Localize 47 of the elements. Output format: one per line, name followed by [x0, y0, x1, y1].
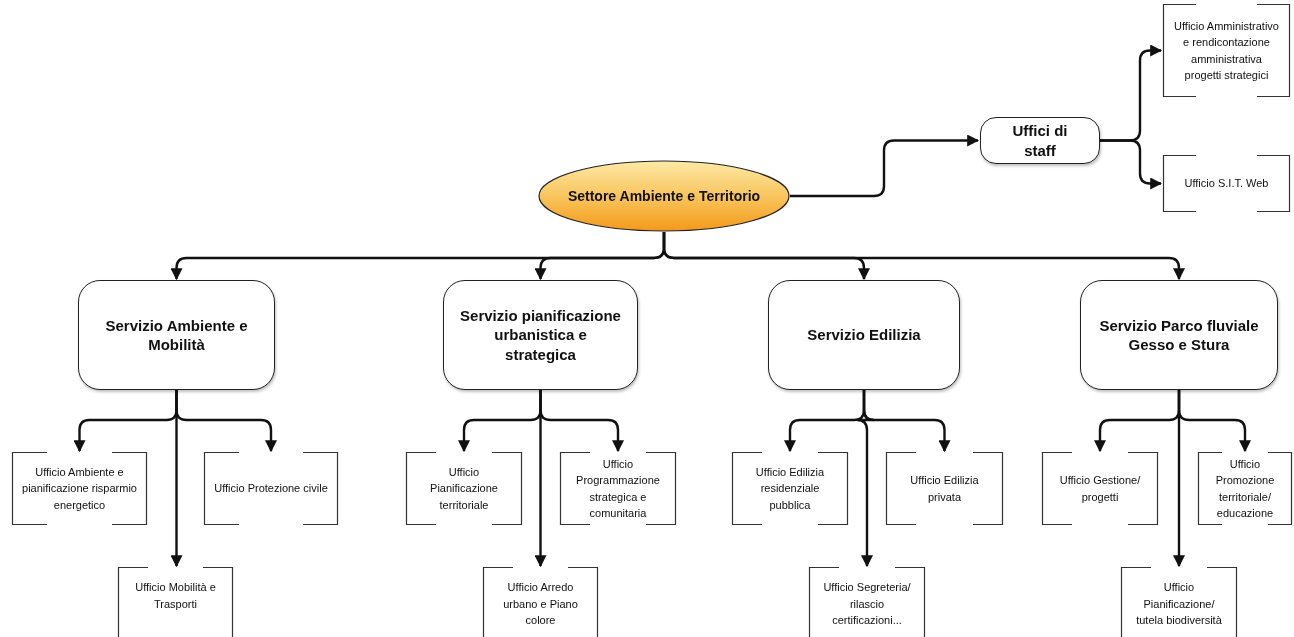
node-label: Servizio Parco fluviale Gesso e Stura: [1098, 315, 1260, 355]
office-bracket-box: [560, 452, 676, 525]
node-label: Uffici di staff: [1011, 121, 1069, 160]
node-label: Ufficio Protezione civile: [214, 481, 328, 497]
arrow: [790, 134, 980, 198]
node-label: Ufficio Pianificazione/ tutela biodiversità: [1135, 580, 1223, 628]
node-label: Servizio Ambiente e Mobilità: [104, 315, 249, 355]
staff-box: [980, 117, 1100, 164]
arrow: [534, 390, 547, 568]
service-box: [768, 280, 960, 390]
node-label: Ufficio Segreteria/ rilascio certificazioni...: [822, 580, 912, 628]
node-label: Ufficio Edilizia residenziale pubblica: [754, 464, 826, 513]
office-bracket-box: [204, 452, 338, 525]
node-label: Ufficio Amministrativo e rendicontazione amministrativa progetti strategici: [1173, 18, 1280, 83]
office-bracket-box: [732, 452, 848, 525]
office-bracket-box: [118, 567, 233, 637]
arrow: [170, 390, 183, 568]
node-label: Ufficio Edilizia privata: [909, 473, 980, 505]
office-bracket-box: [886, 452, 1003, 525]
office-bracket-box: [1198, 452, 1292, 525]
service-box: [78, 280, 275, 390]
office-bracket-box: [12, 452, 147, 525]
node-label: Ufficio Gestione/ progetti: [1058, 473, 1142, 505]
office-bracket-box: [1121, 567, 1237, 637]
office-bracket-box: [406, 452, 522, 525]
office-bracket-box: [1163, 4, 1290, 97]
office-bracket-box: [483, 567, 598, 637]
service-box: [1080, 280, 1278, 390]
node-label: Settore Ambiente e Territorio: [567, 186, 761, 206]
service-box: [443, 280, 638, 390]
arrow: [662, 232, 1185, 281]
node-label: Ufficio Arredo urbano e Piano colore: [502, 580, 579, 628]
node-label: Servizio Edilizia: [807, 325, 921, 345]
node-label: Ufficio Programmazione strategica e comunitaria: [575, 456, 661, 521]
arrow: [1100, 139, 1163, 190]
sector-ellipse: [538, 160, 790, 232]
office-bracket-box: [1163, 155, 1290, 212]
arrow: [1173, 390, 1185, 568]
node-label: Ufficio Ambiente e pianificazione risparmio energetico: [22, 464, 137, 513]
node-label: Ufficio Pianificazione territoriale: [429, 464, 499, 513]
node-label: Servizio pianificazione urbanistica e strategica: [460, 305, 621, 365]
node-label: Ufficio S.I.T. Web: [1184, 176, 1269, 192]
node-label: Ufficio Mobilità e Trasporti: [134, 580, 217, 612]
office-bracket-box: [1042, 452, 1158, 525]
office-bracket-box: [809, 567, 925, 637]
arrow: [855, 390, 876, 568]
node-label: Ufficio Promozione territoriale/ educazione: [1214, 456, 1276, 521]
